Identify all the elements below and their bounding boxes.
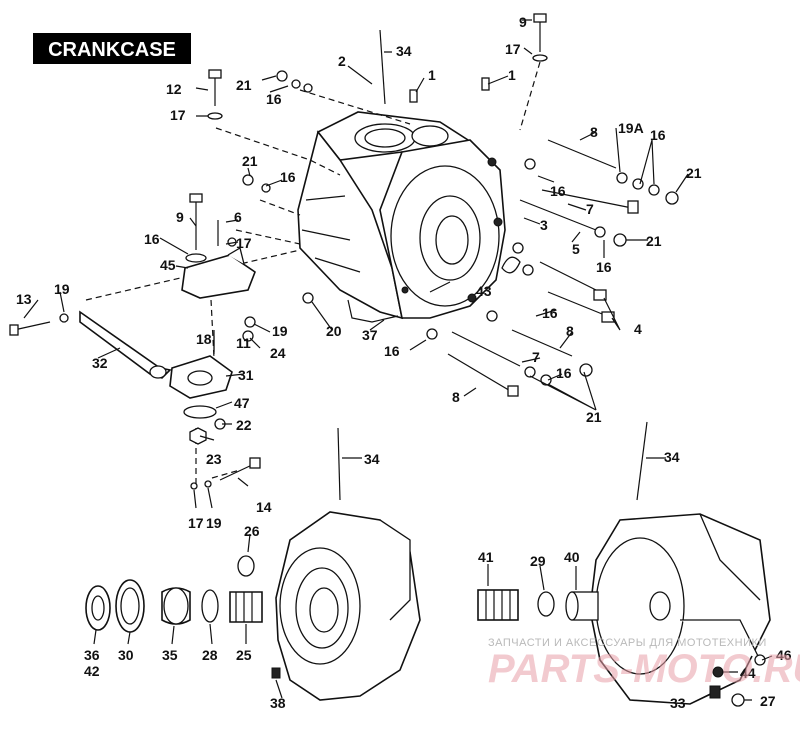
callout-34: 34: [664, 449, 680, 465]
callout-16: 16: [556, 365, 572, 381]
title-badge: CRANKCASE: [33, 33, 191, 64]
callout-21: 21: [686, 165, 702, 181]
leader-lines: [23, 19, 773, 703]
watermark-line2: PARTS-MOTO.RU: [488, 647, 800, 691]
callout-26: 26: [244, 523, 260, 539]
callout-32: 32: [92, 355, 108, 371]
callout-6: 6: [234, 209, 242, 225]
callout-29: 29: [530, 553, 546, 569]
vertical-bolts: [207, 13, 548, 193]
assembly-lines: [85, 61, 541, 488]
callout-16: 16: [280, 169, 296, 185]
callout-34: 34: [396, 43, 412, 59]
callout-25: 25: [236, 647, 252, 663]
mount-bracket: [181, 193, 256, 299]
callout-1: 1: [508, 67, 516, 83]
callout-19: 19: [272, 323, 288, 339]
callout-3: 3: [540, 217, 548, 233]
callout-5: 5: [572, 241, 580, 257]
callout-9: 9: [519, 14, 527, 30]
callout-31: 31: [238, 367, 254, 383]
callout-21: 21: [236, 77, 252, 93]
callout-17: 17: [170, 107, 186, 123]
callout-45: 45: [160, 257, 176, 273]
callout-44: 44: [740, 665, 756, 681]
callout-21: 21: [586, 409, 602, 425]
callout-17: 17: [505, 41, 521, 57]
right-bolt-cluster: [426, 139, 679, 397]
callout-30: 30: [118, 647, 134, 663]
callout-19: 19: [206, 515, 222, 531]
callout-12: 12: [166, 81, 182, 97]
callout-17: 17: [188, 515, 204, 531]
callout-36: 36: [84, 647, 100, 663]
callout-16: 16: [596, 259, 612, 275]
crankcase-assembly: [297, 111, 506, 323]
left-case-half: [271, 511, 421, 701]
callout-2: 2: [338, 53, 346, 69]
right-case-half: [477, 513, 771, 707]
callout-13: 13: [16, 291, 32, 307]
callout-16: 16: [144, 231, 160, 247]
callout-14: 14: [256, 499, 272, 515]
callout-11: 11: [236, 335, 251, 351]
callout-43: 43: [476, 283, 492, 299]
long-studs: [337, 29, 648, 501]
callout-16: 16: [384, 343, 400, 359]
callout-7: 7: [586, 201, 594, 217]
callout-17: 17: [236, 235, 252, 251]
callout-8: 8: [452, 389, 460, 405]
callout-40: 40: [564, 549, 580, 565]
callout-24: 24: [270, 345, 286, 361]
callout-37: 37: [362, 327, 378, 343]
callout-33: 33: [670, 695, 686, 711]
callout-21: 21: [646, 233, 662, 249]
callout-42: 42: [84, 663, 100, 679]
callout-21: 21: [242, 153, 258, 169]
callout-labels: 9 17 34 2 1 1 12 21 16 17 8 19A 16 21 21…: [16, 14, 792, 711]
watermark-line1: ЗАПЧАСТИ И АКСЕССУАРЫ ДЛЯ МОТОТЕХНИКИ: [488, 637, 767, 649]
callout-23: 23: [206, 451, 222, 467]
watermark: ЗАПЧАСТИ И АКСЕССУАРЫ ДЛЯ МОТОТЕХНИКИ PA…: [488, 637, 800, 691]
linkage-rod: [9, 310, 172, 379]
callout-1: 1: [428, 67, 436, 83]
engine-mount: [169, 292, 314, 490]
callout-27: 27: [760, 693, 776, 709]
title: CRANKCASE: [48, 39, 176, 61]
callout-4: 4: [634, 321, 642, 337]
callout-16: 16: [550, 183, 566, 199]
callout-35: 35: [162, 647, 178, 663]
callout-8: 8: [590, 124, 598, 140]
callout-34: 34: [364, 451, 380, 467]
callout-46: 46: [776, 647, 792, 663]
callout-19a: 19A: [618, 120, 644, 136]
callout-18: 18: [196, 331, 212, 347]
callout-47: 47: [234, 395, 250, 411]
callout-16: 16: [650, 127, 666, 143]
callout-38: 38: [270, 695, 286, 711]
callout-28: 28: [202, 647, 218, 663]
callout-16: 16: [266, 91, 282, 107]
callout-8: 8: [566, 323, 574, 339]
callout-41: 41: [478, 549, 494, 565]
bearing-row: [85, 555, 263, 633]
callout-9: 9: [176, 209, 184, 225]
callout-16: 16: [542, 305, 558, 321]
callout-22: 22: [236, 417, 252, 433]
callout-20: 20: [326, 323, 342, 339]
callout-7: 7: [532, 349, 540, 365]
callout-19: 19: [54, 281, 70, 297]
